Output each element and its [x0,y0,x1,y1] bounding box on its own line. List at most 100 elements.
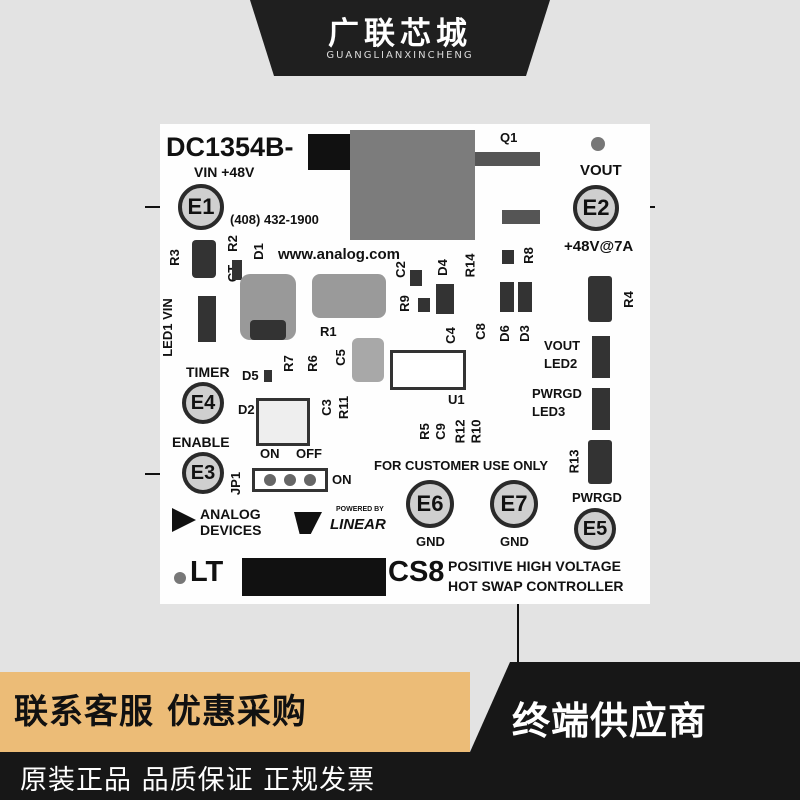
off-label: OFF [296,446,322,461]
d6-label: D6 [496,325,512,342]
vout-dot [591,137,605,151]
c2-label: C2 [392,261,408,278]
r3-part [192,240,216,278]
r12-label: R12 [452,419,468,444]
r13-part [588,440,612,484]
c3-label: C3 [318,399,334,416]
brand-pinyin: GUANGLIANXINCHENG [326,50,474,61]
q1-label: Q1 [500,130,518,145]
led2-label: LED2 [544,356,578,371]
ct-part [232,260,242,280]
timer-label: TIMER [186,364,230,380]
c2-part [410,270,422,286]
board-model: DC1354B- [166,132,294,162]
adi-logo-line1: ANALOG [200,506,261,522]
r7-label: R7 [280,355,296,372]
r8-label: R8 [520,247,536,264]
brand-name: 广联芯城 [328,16,472,52]
r4-label: R4 [620,291,636,308]
led1-part [198,296,216,342]
r14-label: R14 [462,253,478,278]
website: www.analog.com [278,246,400,263]
r11-label: R11 [336,395,352,420]
terminal-supplier-text: 终端供应商 [512,699,708,743]
top-banner: 广联芯城 GUANGLIANXINCHENG [250,0,550,76]
r1-part [312,274,386,318]
vout-led2-label: VOUT [544,338,581,353]
phone-number: (408) 432-1900 [230,212,319,227]
part-redaction [242,558,386,596]
model-suffix-redaction [308,134,350,170]
d1-band [250,320,286,340]
d2-part [256,398,310,446]
jp1-pin-1 [264,474,276,486]
vin-label: VIN +48V [194,164,255,180]
d6-part [500,282,514,312]
d2-label: D2 [238,402,255,417]
d5-part [264,370,272,382]
r9-label: R9 [396,295,412,312]
r13-label: R13 [566,449,582,474]
enable-label: ENABLE [172,434,230,450]
u1-ic [390,350,466,390]
jp1-label: JP1 [228,471,244,496]
pad-e1[interactable]: E1 [178,184,224,230]
r9-part [418,298,430,312]
d4-label: D4 [434,259,450,276]
c5-label: C5 [332,349,348,366]
r8-part [502,250,514,264]
vout-label: VOUT [580,162,622,179]
pwrgd-led3-label: PWRGD [532,386,582,401]
d3-part [518,282,532,312]
led1-label: LED1 VIN [159,298,175,357]
promo-bar-left [0,672,470,752]
pad-e2[interactable]: E2 [573,185,619,231]
part-suffix: CS8 [388,556,445,588]
linear-logo-icon [294,512,322,534]
pad-e4[interactable]: E4 [182,382,224,424]
adi-logo-line2: DEVICES [200,522,262,538]
c4-label: C4 [442,327,458,344]
pad-e5[interactable]: E5 [574,508,616,550]
pwrgd-label: PWRGD [572,490,622,505]
description-line2: HOT SWAP CONTROLLER [448,578,624,594]
customer-use-label: FOR CUSTOMER USE ONLY [374,458,549,473]
part-prefix: LT [190,556,224,588]
led3-part [592,388,610,430]
pad-e7[interactable]: E7 [490,480,538,528]
c5-part [352,338,384,382]
c9-label: C9 [432,423,448,440]
promo-bar-bottom [0,752,800,800]
contact-service-text[interactable]: 联系客服 优惠采购 [14,692,307,732]
on-label: ON [260,446,280,461]
r1-label: R1 [320,324,337,339]
led3-label: LED3 [532,404,566,419]
d4-part [436,284,454,314]
pad-e6[interactable]: E6 [406,480,454,528]
r3-label: R3 [166,249,182,266]
r10-label: R10 [468,419,484,444]
vout-rating: +48V@7A [564,238,634,255]
guarantee-text: 原装正品 品质保证 正规发票 [20,765,376,796]
u1-label: U1 [448,392,465,407]
powered-by-label: POWERED BY [336,506,384,513]
q1-lead-top [475,152,540,166]
pin1-dot [174,572,186,584]
promo-bar-right [470,662,800,752]
d1-label: D1 [250,243,266,260]
r2-label: R2 [224,235,240,252]
r5-label: R5 [416,423,432,440]
r6-label: R6 [304,355,320,372]
pad-e3[interactable]: E3 [182,452,224,494]
adi-logo-icon [172,508,196,532]
linear-logo: LINEAR [330,516,386,533]
gnd-label-1: GND [416,534,445,549]
q1-body [350,130,475,240]
d3-label: D3 [516,325,532,342]
pcb-board: DC1354B- Q1 VIN +48V VOUT (408) 432-1900… [160,124,650,604]
d5-label: D5 [242,368,259,383]
q1-lead-bottom [502,210,540,224]
description-line1: POSITIVE HIGH VOLTAGE [448,558,621,574]
jp1-on-label: ON [332,472,352,487]
c8-label: C8 [472,323,488,340]
